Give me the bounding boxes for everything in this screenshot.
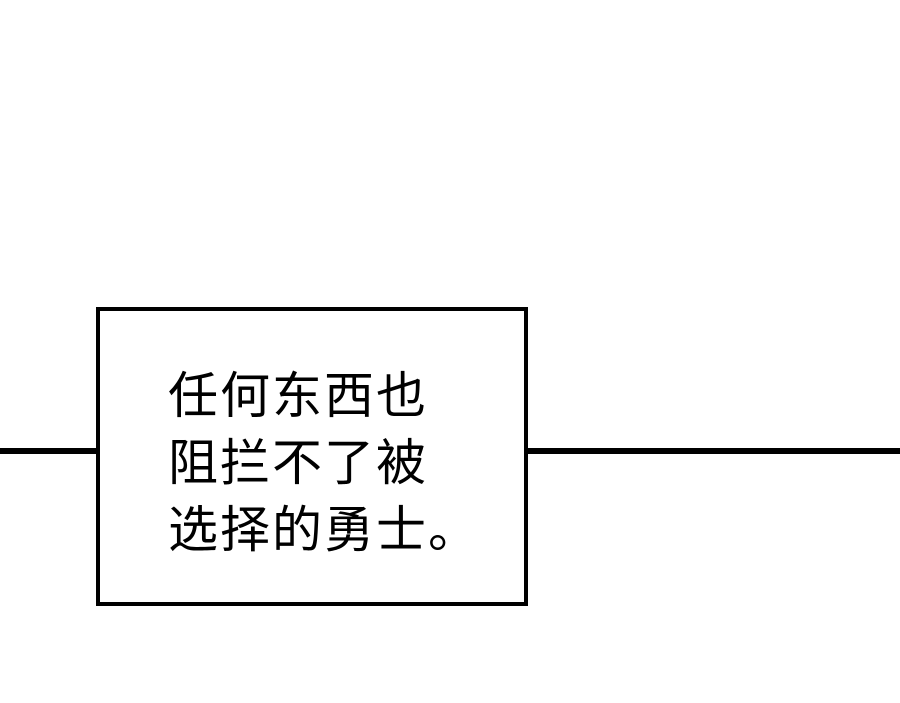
horizontal-rule-left — [0, 448, 98, 454]
caption-text: 任何东西也 阻拦不了被 选择的勇士。 — [168, 363, 480, 564]
caption-box: 任何东西也 阻拦不了被 选择的勇士。 — [96, 307, 528, 606]
caption-line-3: 选择的勇士。 — [168, 501, 480, 559]
caption-line-2: 阻拦不了被 — [168, 434, 428, 492]
caption-line-1: 任何东西也 — [168, 367, 428, 425]
horizontal-rule-right — [524, 448, 900, 454]
